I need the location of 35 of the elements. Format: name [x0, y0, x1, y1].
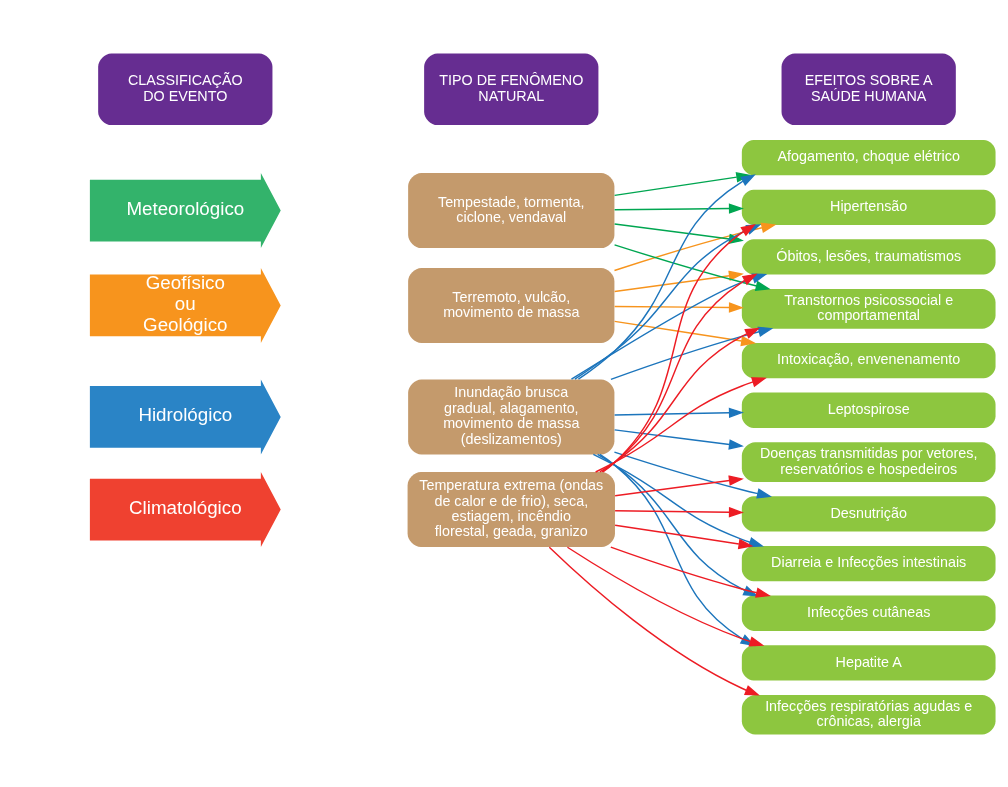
- node-box: EFEITOS SOBRE A SAÚDE HUMANA: [781, 52, 956, 125]
- node-box: TIPO DE FENÔMENO NATURAL: [424, 52, 599, 125]
- arrow: [613, 407, 744, 418]
- arrow: [613, 270, 744, 292]
- arrow: [613, 320, 757, 346]
- node-box: Hipertensão: [741, 189, 996, 225]
- arrow: [599, 327, 761, 472]
- arrow: [614, 523, 754, 549]
- node-box: Doenças transmitidas por vetores, reservatórios e hospedeiros: [741, 441, 996, 482]
- node-box: Desnutrição: [741, 495, 996, 532]
- node-box: Leptospirose: [741, 392, 996, 428]
- node-box: Diarreia e Infecções intestinais: [741, 545, 996, 581]
- node-box: Intoxicação, envenenamento: [741, 342, 996, 378]
- node-box: Tempestade, tormenta, ciclone, vendaval: [408, 172, 615, 248]
- node-box: Inundação brusca gradual, alagamento, movimento de massa (deslizamentos): [408, 378, 615, 454]
- arrow: [594, 376, 767, 473]
- arrow: [614, 506, 744, 517]
- node-box: Infecções respiratórias agudas e crônicas, alergia: [741, 694, 996, 735]
- arrow: [613, 202, 744, 214]
- node-box: Hepatite A: [741, 644, 996, 681]
- arrow: [614, 474, 744, 497]
- node-box: Óbitos, lesões, traumatismos: [741, 238, 996, 275]
- arrow: [592, 453, 764, 547]
- arrow: [610, 326, 774, 380]
- node-box: Terremoto, vulcão, movimento de massa: [408, 267, 615, 343]
- arrow: [613, 301, 744, 313]
- arrow: [613, 428, 744, 450]
- node-box: Transtornos psicossocial e comportamental: [741, 288, 996, 329]
- node-box: CLASSIFICAÇÃO DO EVENTO: [98, 52, 273, 125]
- node-box: Afogamento, choque elétrico: [741, 139, 996, 175]
- arrow: [602, 223, 756, 473]
- node-box: Temperatura extrema (ondas de calor e de frio), seca, estiagem, incêndio florestal, geada, granizo: [407, 471, 615, 547]
- arrow: [613, 450, 772, 499]
- arrow: [601, 273, 758, 472]
- node-box: Infecções cutâneas: [741, 595, 996, 631]
